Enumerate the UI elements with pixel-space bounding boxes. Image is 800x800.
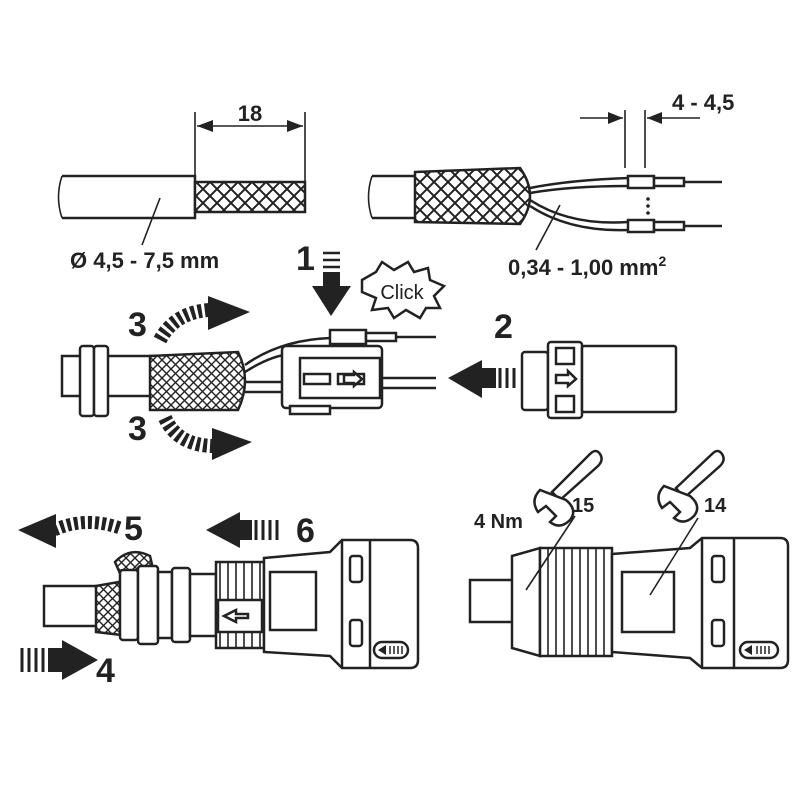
step-5-arrow [18,514,123,548]
click-label: Click [380,282,424,304]
wrench-size-15-label: 15 [572,495,594,517]
connector-body-tightened [620,570,676,634]
wrench-14-icon [657,449,725,523]
panel-cable-strip: 18 Ø 4,5 - 7,5 mm [57,101,307,273]
wire-cross-section-label: 0,34 - 1,00 mm2 [508,253,666,280]
panel-insert-click: 1 Click 3 3 [60,240,678,460]
step-1-arrow [312,251,351,316]
exposed-shield-braid [193,180,307,214]
panel-assembly: 5 6 4 [18,510,420,690]
clamp-ring [118,568,140,642]
ferrule-upper [626,174,656,190]
panel-tighten: 4 Nm 15 14 [468,449,790,670]
torque-label: 4 Nm [474,511,523,533]
folded-braid [413,166,532,226]
step-4-label: 4 [96,652,115,690]
contact-insert [280,344,384,416]
cable-jacket [62,174,197,220]
strip-length-label: 18 [238,101,262,126]
wrench-15-icon [533,449,603,527]
step-2-arrow [448,360,516,398]
shield-braid-folded [148,350,247,412]
step-2-label: 2 [494,308,513,346]
cable-nut-ring [78,344,96,418]
step-3-lower-label: 3 [128,410,147,448]
step-3-upper-arrow [153,296,250,344]
click-burst [360,260,447,320]
ferrule-lower [626,218,656,234]
connector-body-assembly [262,538,420,670]
step-4-arrow [20,640,98,680]
step-5-label: 5 [124,510,143,548]
panel-wire-strip: 4 - 4,5 0,34 - 1,00 mm2 [367,90,734,280]
step-3-lower-arrow [158,414,252,460]
pressure-nut-tightened [538,546,614,658]
dimension-18: 18 [194,101,306,182]
wire-strip-length-label: 4 - 4,5 [672,90,734,115]
step-1-label: 1 [296,240,315,278]
wrench-size-14-label: 14 [704,495,727,517]
cable-diameter-label: Ø 4,5 - 7,5 mm [70,248,219,273]
step-6-arrow [206,512,279,548]
step-3-upper-label: 3 [128,306,147,344]
connector-housing [520,340,678,420]
dimension-4-4-5: 4 - 4,5 [580,90,734,168]
step-6-label: 6 [296,512,315,550]
